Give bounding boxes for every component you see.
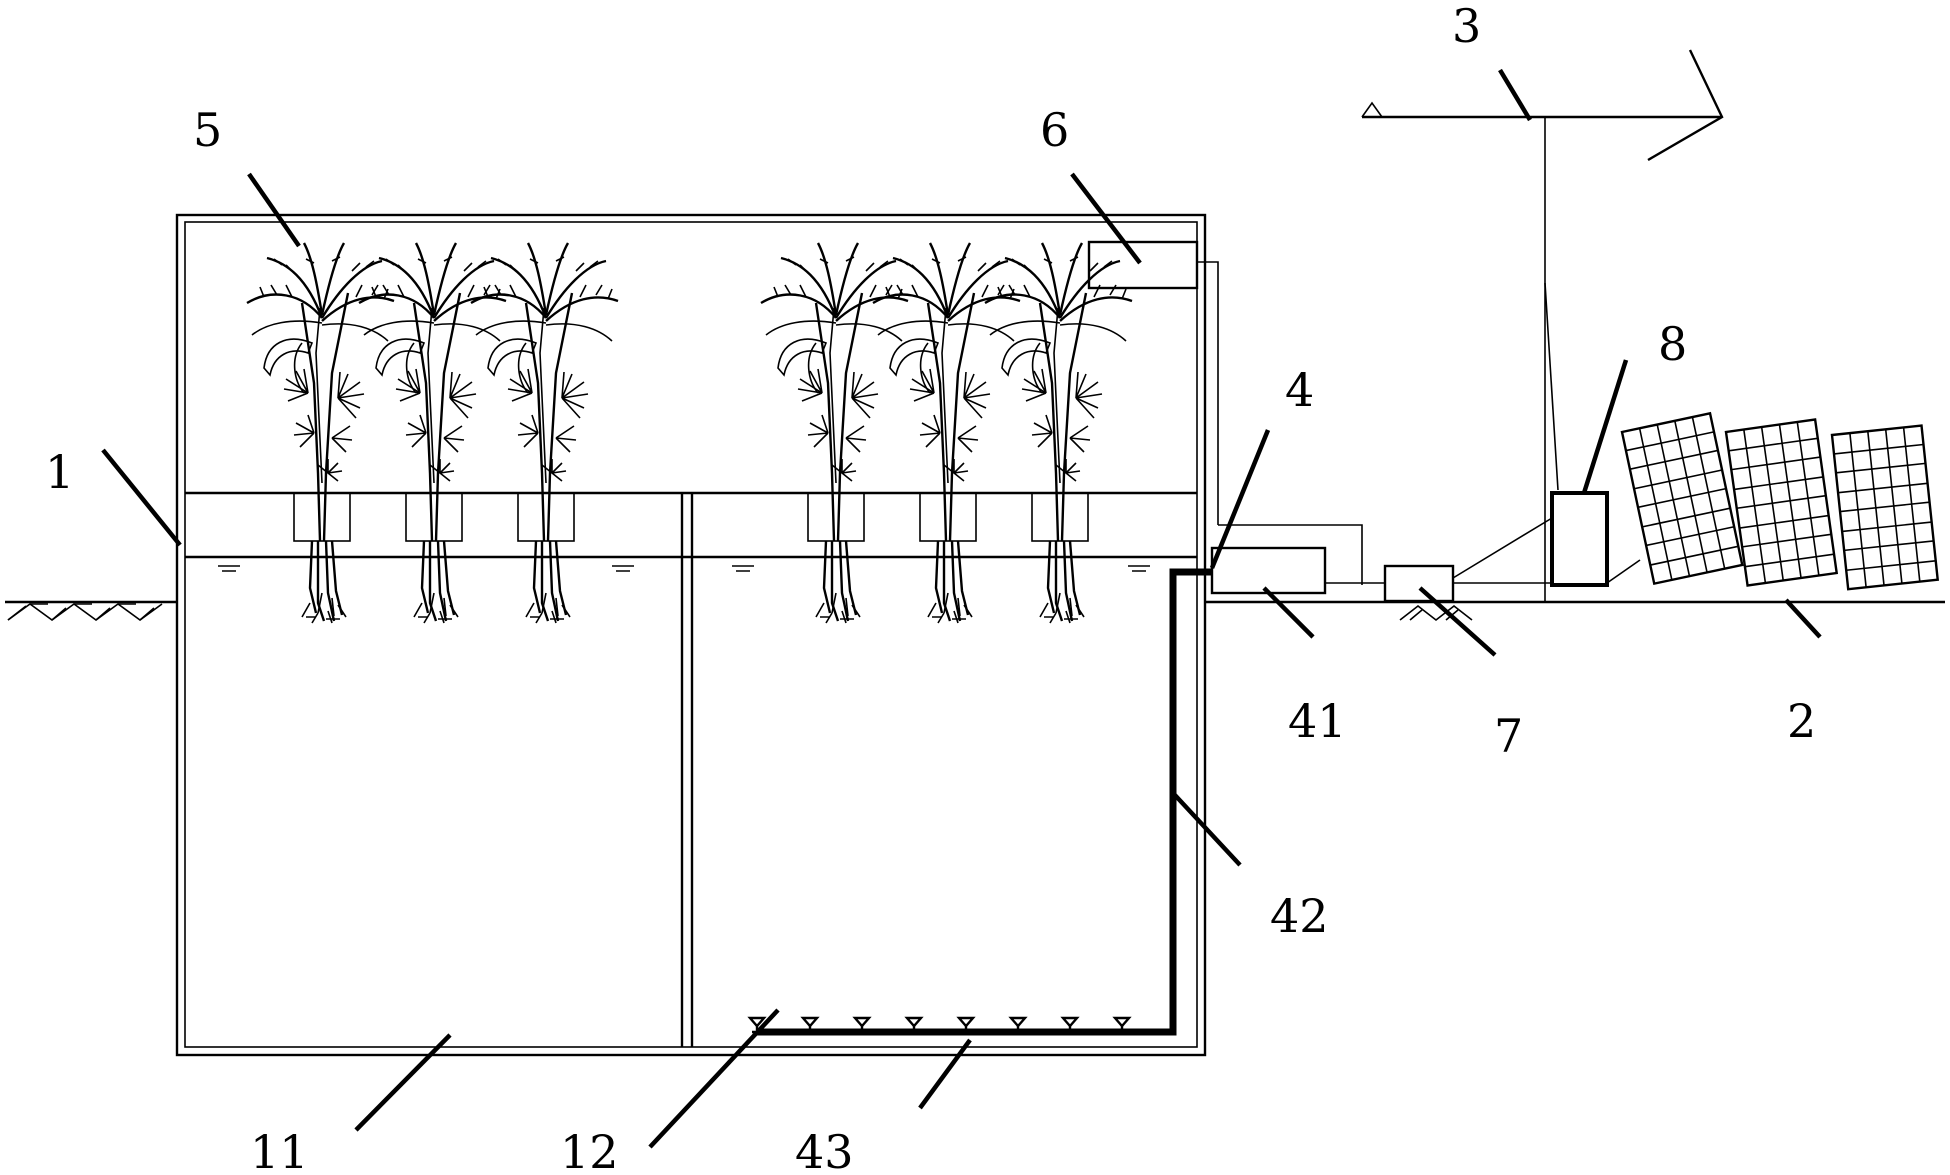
wind-turbine: [1361, 49, 1724, 602]
label-second-chamber: 12: [560, 1125, 619, 1175]
label-controller: 6: [1040, 103, 1069, 157]
solar-panels: [1620, 412, 1939, 591]
chamber-partition: [680, 493, 694, 1047]
controller-wire: [1197, 261, 1219, 525]
label-tank-wall: 1: [45, 445, 74, 499]
diffuser-pipe: [748, 1016, 1173, 1034]
water-level-markers: [218, 565, 1150, 572]
controller-box: [1087, 240, 1199, 290]
ground-hatch-left: [7, 603, 163, 621]
label-air-pump: 41: [1288, 694, 1347, 748]
air-pipe: [757, 568, 1212, 1036]
label-greenhouse: 5: [193, 103, 222, 157]
aeration-housing: [1218, 524, 1363, 585]
air-pump-box: [1210, 546, 1327, 595]
label-inverter: 7: [1494, 709, 1523, 763]
battery-panel-wires: [1606, 559, 1641, 584]
label-diffuser-pipe: 43: [795, 1125, 854, 1175]
inverter-battery-wires: [1452, 517, 1553, 584]
label-battery: 8: [1658, 317, 1687, 371]
wetland-plants: [245, 241, 1134, 625]
label-first-chamber: 11: [250, 1125, 309, 1175]
label-air-pipe: 42: [1270, 889, 1329, 943]
leader-lines: [101, 68, 1822, 1149]
battery-box: [1550, 491, 1609, 587]
inverter-box: [1383, 564, 1455, 603]
ground-hatch-right: [1399, 604, 1473, 622]
label-solar-panels: 2: [1787, 694, 1816, 748]
label-wind-turbine: 3: [1452, 0, 1481, 53]
label-aeration-device: 4: [1285, 363, 1314, 417]
